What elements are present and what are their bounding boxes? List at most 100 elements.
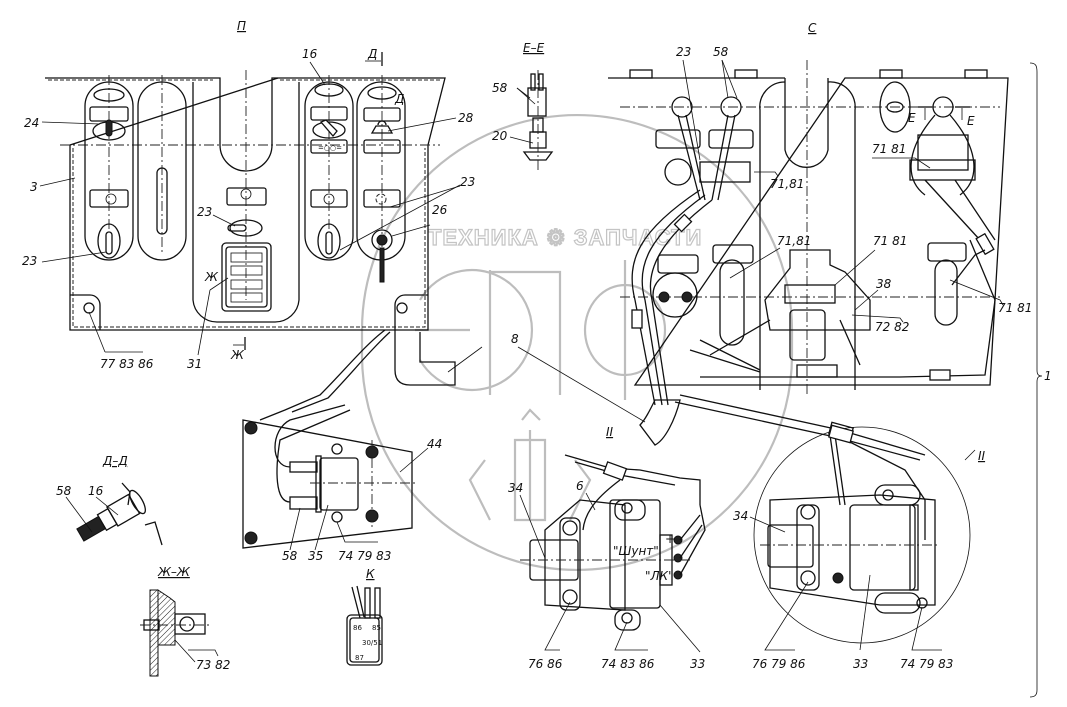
- detail-ii: II 34 76 79 86 33 74 79 83: [733, 424, 986, 671]
- view-c-title: С: [808, 21, 817, 35]
- plate-6-icon: [544, 499, 626, 611]
- callout-71-81: 71 81: [872, 142, 906, 156]
- callout-16: 16: [88, 484, 104, 498]
- callout-58: 58: [492, 81, 508, 95]
- panel-section-icon: [149, 589, 159, 677]
- callout-33: 33: [853, 657, 868, 671]
- callout-34: 34: [508, 481, 523, 495]
- callout-76-79-86: 76 79 86: [752, 657, 806, 671]
- relay-34-icon: [767, 524, 814, 568]
- relay-33-icon: [849, 504, 916, 591]
- view-p-panel: П: [22, 19, 475, 371]
- toggle-switch-icon: [312, 121, 346, 139]
- view-zh-zh: Ж–Ж 73 82: [140, 565, 230, 677]
- connector-58-icon: [932, 96, 954, 118]
- mounting-bolt-icon: [396, 302, 408, 314]
- connector-58-icon: [289, 496, 318, 510]
- callout-23: 23: [22, 254, 37, 268]
- view-p-title: П: [237, 19, 246, 33]
- callout-35: 35: [308, 549, 323, 563]
- callout-26: 26: [432, 203, 448, 217]
- work-light-label-icon: [226, 187, 267, 206]
- headlight-label-icon: [89, 189, 129, 208]
- pin-label: 86: [353, 624, 362, 632]
- panel-notch: [215, 77, 278, 172]
- callout-33: 33: [690, 657, 705, 671]
- shunt-label: "Шунт": [613, 544, 659, 558]
- connector-58-icon: [527, 87, 547, 117]
- section-marker-d: Д: [394, 92, 404, 106]
- svg-text:=○○=: =○○=: [318, 144, 342, 152]
- callout-73-82: 73 82: [196, 658, 230, 672]
- callout-23: 23: [197, 205, 212, 219]
- view-k: К 86 30/51 85 87: [346, 567, 383, 666]
- callout-20: 20: [492, 129, 508, 143]
- watermark-wheat-icon: [468, 408, 592, 522]
- view-zhzh-title: Ж–Ж: [157, 565, 191, 579]
- switch-slot-center: [192, 82, 300, 323]
- battery-label-icon: [310, 106, 348, 121]
- toggle-switch-icon: [97, 223, 121, 259]
- callout-23: 23: [676, 45, 691, 59]
- view-ii-marker: II: [606, 425, 614, 439]
- lamp-indicator-icon: [93, 88, 125, 102]
- detail-ii-title: II: [978, 449, 986, 463]
- callout-34: 34: [733, 509, 748, 523]
- pin-label: 85: [372, 624, 381, 632]
- lamp-indicator-icon: [367, 86, 397, 100]
- pin-label: 87: [355, 654, 364, 662]
- panel-outline: [45, 77, 446, 331]
- callout-16: 16: [302, 47, 318, 61]
- callout-74-79-83: 74 79 83: [900, 657, 953, 671]
- watermark-letter-f: [583, 260, 667, 400]
- lamp-indicator-icon: [314, 83, 344, 97]
- watermark-shield: [360, 113, 794, 572]
- callout-71-81: 71,81: [777, 234, 811, 248]
- callout-1: 1: [1044, 369, 1052, 383]
- callout-38: 38: [876, 277, 892, 291]
- section-marker-zh: Ж: [204, 270, 219, 284]
- mounting-bolt-icon: [83, 302, 95, 314]
- view-c-panel: С: [608, 21, 1052, 698]
- callout-71-81: 71,81: [770, 177, 804, 191]
- section-marker-e: Е: [967, 114, 975, 128]
- view-dd-title: Д–Д: [102, 454, 128, 468]
- horn-label-icon: [363, 139, 401, 154]
- fuse-holder-icon: [934, 259, 958, 326]
- plus-terminal-label: +: [665, 532, 675, 546]
- callout-77-83-86: 77 83 86: [100, 357, 154, 371]
- callout-8: 8: [511, 332, 519, 346]
- watermark-letter-e: [415, 268, 533, 392]
- stop-label-icon: [310, 189, 348, 208]
- connector-58-icon: [720, 96, 742, 118]
- blank-indicator-label-icon: [363, 189, 401, 208]
- view-e-e: Е–Е 58 20: [492, 41, 554, 170]
- callout-71-81: 71 81: [873, 234, 907, 248]
- rotary-switch-icon: [229, 219, 263, 237]
- callout-58: 58: [282, 549, 298, 563]
- detail-plate-icon: [769, 494, 936, 606]
- bracket-44-icon: [242, 419, 413, 549]
- harness-boot-icon: [639, 399, 681, 446]
- fan-label-icon: [310, 139, 348, 154]
- callout-44: 44: [427, 437, 442, 451]
- callout-28: 28: [458, 111, 474, 125]
- callout-71-81: 71 81: [998, 301, 1032, 315]
- toggle-lever-icon: [105, 119, 113, 137]
- lamp-socket-16-icon: [106, 493, 141, 527]
- bracket-44-assembly: 44 58 35 74 79 83: [242, 404, 442, 563]
- terminal-icon: [174, 613, 206, 635]
- relay-38-icon: [764, 249, 871, 331]
- callout-74-79-83: 74 79 83: [338, 549, 391, 563]
- watermark-letter-p: [488, 270, 562, 395]
- watermark: ТЕХНИКА ⚙ ЗАПЧАСТИ: [360, 113, 794, 572]
- fuse-holder-icon: [719, 259, 745, 346]
- section-marker-zh: Ж: [230, 348, 245, 362]
- callout-74-83-86: 74 83 86: [601, 657, 655, 671]
- blank-slot-icon: [156, 167, 168, 235]
- toggle-lever-icon: [105, 231, 113, 255]
- callout-72-82: 72 82: [875, 320, 909, 334]
- callout-23: 23: [460, 175, 475, 189]
- switch-block-31-icon: [221, 242, 272, 312]
